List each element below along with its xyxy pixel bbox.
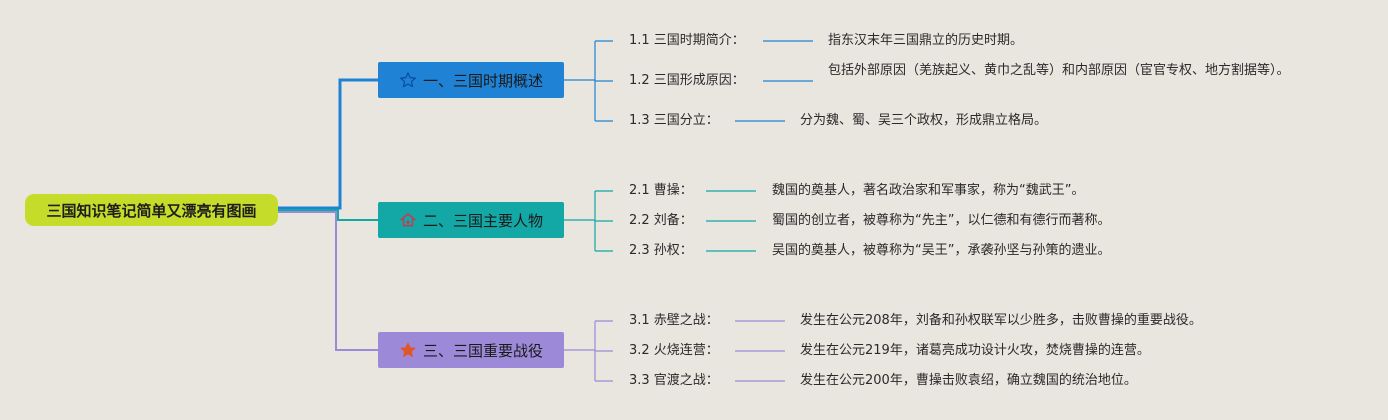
branch-title: 三、三国重要战役	[422, 341, 543, 360]
branch-people[interactable]: 二、三国主要人物	[378, 202, 564, 238]
branch-title: 一、三国时期概述	[422, 71, 543, 90]
leaf-label[interactable]: 3.1 赤壁之战：	[629, 313, 719, 328]
leaf-description: 蜀国的创立者，被尊称为“先主”，以仁德和有德行而著称。	[772, 213, 1111, 228]
leaf-description: 包括外部原因（羌族起义、黄巾之乱等）和内部原因（宦官专权、地方割据等）。	[828, 63, 1290, 78]
branch-overview[interactable]: 一、三国时期概述	[378, 62, 564, 98]
branch-title: 二、三国主要人物	[422, 211, 543, 230]
leaf-label[interactable]: 3.2 火烧连营：	[629, 343, 719, 358]
branch-battles[interactable]: 三、三国重要战役	[378, 332, 564, 368]
leaf-description: 分为魏、蜀、吴三个政权，形成鼎立格局。	[800, 113, 1048, 128]
leaf-label[interactable]: 2.2 刘备：	[629, 213, 693, 228]
root-topic[interactable]: 三国知识笔记简单又漂亮有图画	[25, 194, 278, 226]
root-connector	[278, 78, 378, 210]
leaf-label[interactable]: 3.3 官渡之战：	[629, 373, 719, 388]
leaf-description: 发生在公元208年，刘备和孙权联军以少胜多，击败曹操的重要战役。	[800, 313, 1202, 328]
leaf-description: 发生在公元200年，曹操击败袁绍，确立魏国的统治地位。	[800, 373, 1137, 388]
leaf-label[interactable]: 1.2 三国形成原因：	[629, 73, 745, 88]
leaf-label[interactable]: 2.1 曹操：	[629, 183, 693, 198]
root-title: 三国知识笔记简单又漂亮有图画	[46, 201, 257, 220]
leaf-description: 吴国的奠基人，被尊称为“吴王”，承袭孙坚与孙策的遗业。	[772, 243, 1111, 258]
leaf-label[interactable]: 1.3 三国分立：	[629, 113, 719, 128]
leaf-description: 指东汉末年三国鼎立的历史时期。	[828, 33, 1024, 48]
house-icon	[399, 211, 417, 229]
root-connector	[278, 211, 378, 351]
leaf-label[interactable]: 1.1 三国时期简介：	[629, 33, 745, 48]
star-filled-icon	[399, 341, 417, 359]
star-outline-icon	[399, 71, 417, 89]
leaf-description: 发生在公元219年，诸葛亮成功设计火攻，焚烧曹操的连营。	[800, 343, 1150, 358]
leaf-label[interactable]: 2.3 孙权：	[629, 243, 693, 258]
leaf-description: 魏国的奠基人，著名政治家和军事家，称为“魏武王”。	[772, 183, 1085, 198]
root-connector	[278, 209, 378, 221]
